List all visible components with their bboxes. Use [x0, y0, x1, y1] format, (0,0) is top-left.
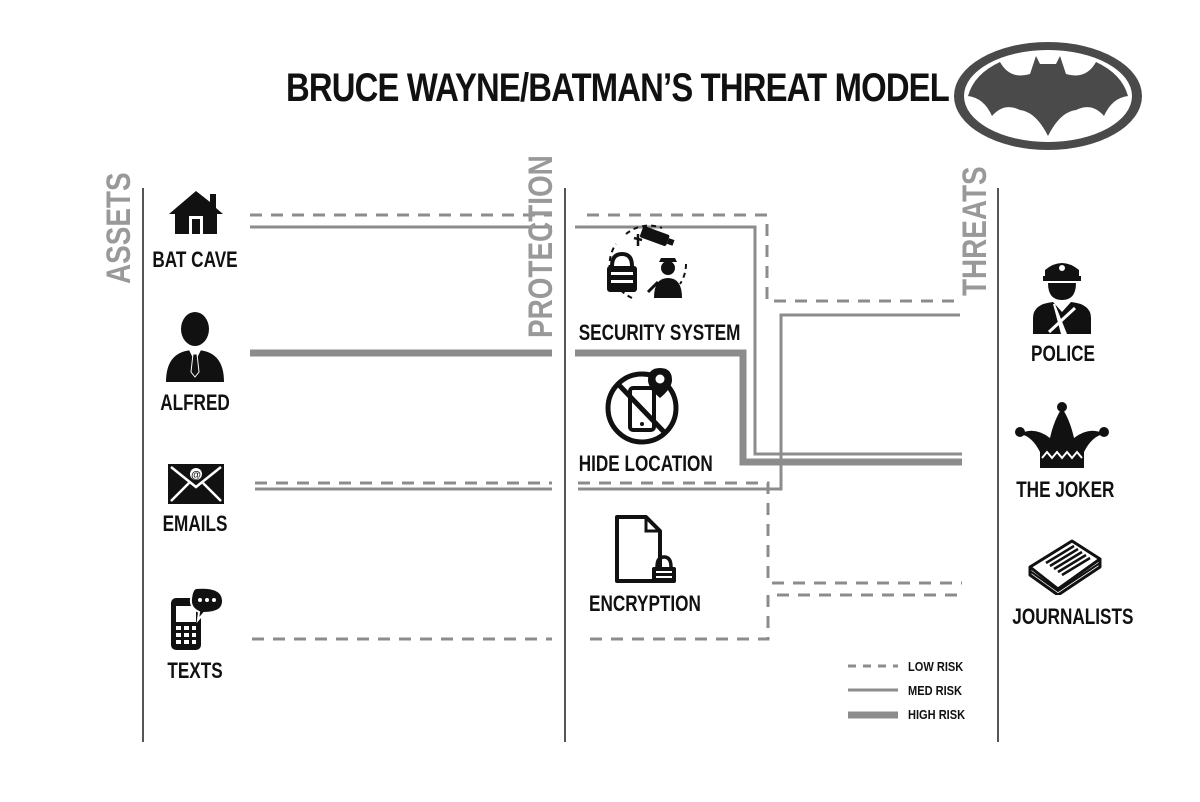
person-icon	[166, 312, 224, 382]
protection-label-hide-location: HIDE LOCATION	[578, 451, 713, 476]
jester-hat-icon	[1015, 402, 1109, 468]
hidden-location-icon	[605, 368, 679, 445]
batman-logo	[954, 42, 1142, 150]
threats-heading: THREATS	[956, 166, 994, 296]
page-title: BRUCE WAYNE/BATMAN’S THREAT MODEL	[286, 66, 950, 110]
threat-label-police: POLICE	[1031, 341, 1095, 366]
asset-label-emails: EMAILS	[162, 511, 228, 536]
house-icon	[169, 191, 223, 234]
police-icon	[1033, 263, 1091, 334]
protection-label-encryption: ENCRYPTION	[589, 591, 701, 616]
envelope-icon: @	[168, 464, 224, 504]
assets-heading: ASSETS	[100, 172, 138, 284]
asset-label-texts: TEXTS	[167, 658, 223, 683]
protection-label-security-system: SECURITY SYSTEM	[578, 320, 741, 345]
asset-label-bat-cave: BAT CAVE	[152, 247, 238, 272]
protection-heading: PROTECTION	[522, 155, 560, 338]
threat-label-the-joker: THE JOKER	[1016, 477, 1115, 502]
security-system-icon	[607, 224, 688, 299]
legend-label-med-risk: MED RISK	[908, 683, 963, 698]
svg-text:@: @	[191, 470, 201, 481]
legend-label-low-risk: LOW RISK	[908, 659, 964, 674]
newspaper-icon	[1028, 539, 1102, 595]
asset-label-alfred: ALFRED	[160, 390, 230, 415]
phone-chat-icon	[171, 586, 225, 650]
threat-label-journalists: JOURNALISTS	[1012, 604, 1134, 629]
encrypted-file-icon	[615, 515, 676, 583]
legend-label-high-risk: HIGH RISK	[908, 707, 966, 722]
